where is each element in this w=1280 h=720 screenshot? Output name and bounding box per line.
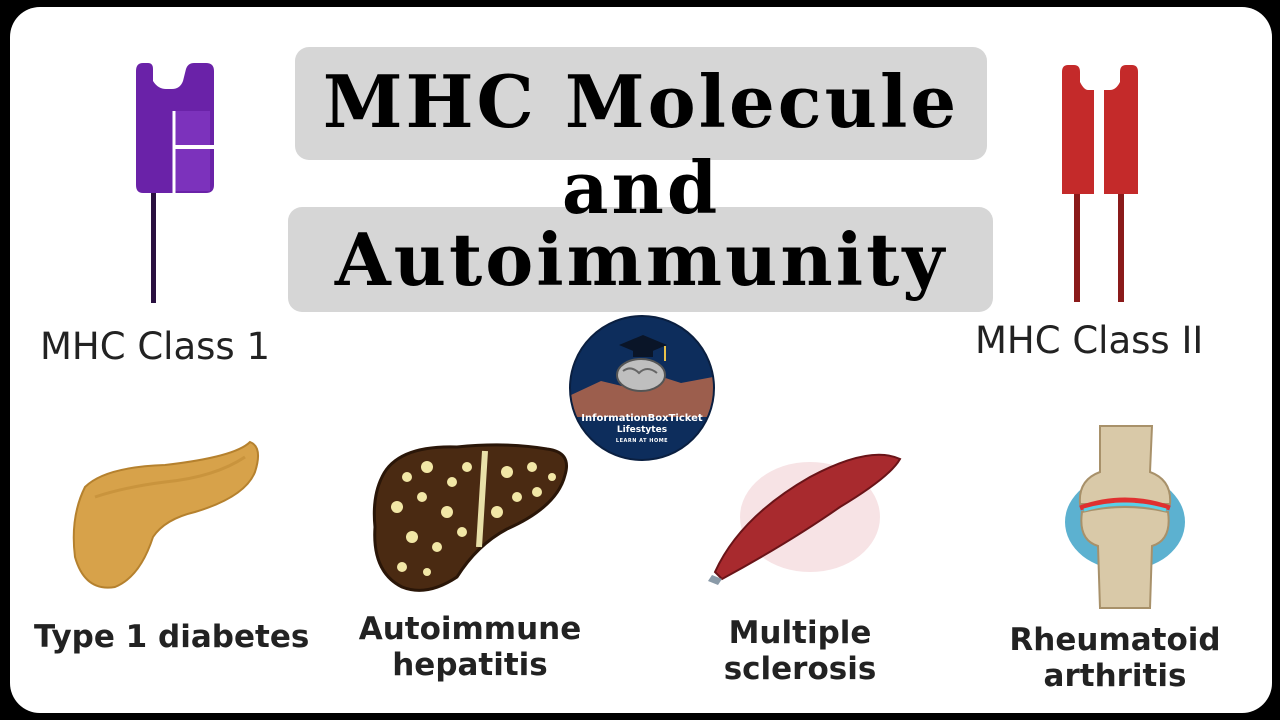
disease-label-4-line-1: Rheumatoid — [1009, 622, 1221, 658]
title-line-3: Autoimmunity — [334, 217, 948, 302]
logo-tagline: LEARN AT HOME — [615, 438, 669, 444]
disease-label-2-line-2: hepatitis — [392, 647, 548, 683]
liver-icon — [372, 443, 568, 592]
mhc-class-2-molecule-icon — [1062, 65, 1138, 302]
disease-label-4-line-2: arthritis — [1043, 658, 1187, 694]
mhc-class-2-label: MHC Class II — [975, 319, 1204, 362]
title-box-bottom — [288, 207, 993, 312]
title-line-2: and — [561, 145, 721, 230]
mhc-class-1-label: MHC Class 1 — [40, 325, 270, 368]
pancreas-icon — [72, 440, 260, 589]
title-box-top — [295, 47, 987, 160]
disease-label-1: Type 1 diabetes — [34, 619, 310, 655]
logo-subtitle: Lifestytes — [616, 425, 668, 435]
disease-label-3-line-1: Multiple — [728, 615, 872, 651]
logo-name: InformationBoxTicket — [581, 413, 703, 424]
disease-label-2-line-1: Autoimmune — [358, 611, 582, 647]
mhc-class-1-molecule-icon — [136, 63, 214, 303]
graduation-cap-brain-icon — [571, 335, 713, 417]
title-line-1: MHC Molecule — [322, 59, 960, 144]
disease-label-3-line-2: sclerosis — [723, 651, 877, 687]
channel-logo: InformationBoxTicket Lifestytes LEARN AT… — [569, 315, 715, 461]
muscle-icon — [708, 453, 902, 585]
knee-joint-icon — [1065, 425, 1185, 609]
infographic-card: MHC Molecule and Autoimmunity MHC Class … — [10, 7, 1272, 713]
